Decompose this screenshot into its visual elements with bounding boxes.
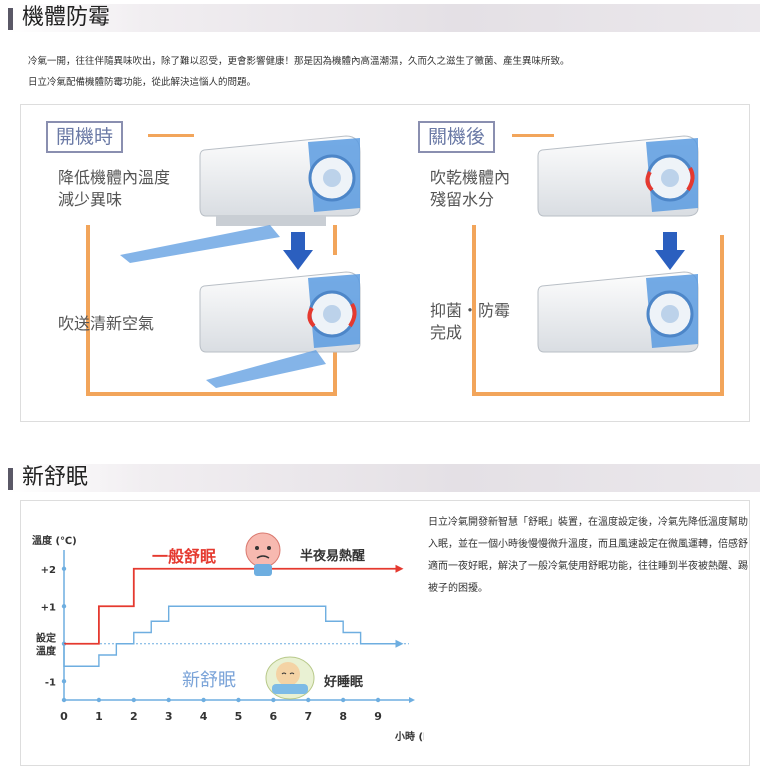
- x-tick-label: 2: [130, 710, 138, 723]
- airflow-icon: [206, 350, 326, 388]
- arrow-down-icon: [283, 232, 313, 270]
- x-tick-mark: [201, 697, 206, 703]
- flow-line: [472, 225, 476, 395]
- caption-on-step2: 吹送清新空氣: [58, 314, 155, 333]
- flow-line: [512, 134, 554, 137]
- x-tick-mark: [340, 697, 346, 703]
- stage-title-off: 關機後: [418, 121, 496, 153]
- ac-unit-illustration-on-2: [199, 271, 361, 353]
- caption-off-step1: 吹乾機體內 殘留水分: [430, 168, 511, 209]
- x-tick-label: 9: [374, 710, 382, 723]
- section-title-mold: 機體防霉: [22, 5, 111, 30]
- caption-on-step1: 降低機體內溫度 減少異味: [58, 168, 171, 209]
- flow-line: [333, 350, 337, 396]
- legend-new-sleep: 新舒眠: [182, 670, 236, 691]
- x-tick-label: 5: [235, 710, 243, 723]
- series-arrow: [395, 639, 404, 648]
- legend-normal-sleep: 一般舒眠: [152, 547, 217, 566]
- flow-line: [86, 392, 336, 396]
- flow-line: [86, 225, 90, 395]
- section-bar: [8, 468, 13, 490]
- series-line-new-sleep: [63, 605, 396, 667]
- x-tick-mark: [131, 697, 136, 703]
- y-tick-label: +1: [41, 602, 56, 613]
- y-tick-label: +2: [41, 565, 56, 576]
- section-header-sleep: 新舒眠: [8, 464, 760, 492]
- y-tick-mark: [61, 679, 67, 684]
- flow-line: [720, 235, 724, 396]
- intro-line-1: 冷氣一開，往往伴隨異味吹出，除了難以忍受，更會影響健康！那是因為機體內高溫潮濕，…: [28, 56, 570, 67]
- x-tick-mark: [166, 697, 171, 703]
- x-tick-mark: [306, 697, 311, 703]
- sleep-description: 日立冷氣開發新智慧「舒眠」裝置，在溫度設定後，冷氣先降低溫度幫助入眠，並在一個小…: [428, 517, 748, 594]
- flow-line: [148, 134, 194, 137]
- x-tick-label: 4: [200, 710, 208, 723]
- section-bar: [8, 8, 13, 30]
- x-tick-mark: [236, 697, 241, 703]
- section-header-mold: 機體防霉: [8, 4, 760, 32]
- y-tick-label: 設定: [36, 631, 56, 644]
- intro-line-2: 日立冷氣配備機體防霉功能，從此解決這惱人的問題。: [28, 77, 257, 88]
- x-tick-mark: [375, 697, 381, 703]
- x-tick-mark: [271, 697, 276, 703]
- stage-title-on: 開機時: [46, 121, 124, 153]
- y-tick-mark: [61, 566, 67, 571]
- x-axis-label: 小時 (h): [394, 730, 424, 743]
- y-tick-label: -1: [45, 677, 56, 688]
- x-tick-label: 3: [165, 710, 173, 723]
- x-axis-arrow: [409, 697, 415, 703]
- ac-unit-illustration-on-1: [199, 135, 361, 226]
- flow-line: [333, 225, 337, 255]
- arrow-down-icon: [655, 232, 685, 270]
- sleeping-baby-icon: [265, 656, 315, 700]
- section-title-sleep: 新舒眠: [22, 465, 89, 490]
- x-tick-mark: [96, 697, 102, 703]
- x-tick-label: 1: [95, 710, 103, 723]
- y-axis-label: 溫度 (℃): [32, 534, 77, 547]
- series-line-normal-sleep: [64, 567, 396, 645]
- x-tick-label: 8: [339, 710, 347, 723]
- x-tick-label: 6: [270, 710, 278, 723]
- y-tick-mark: [61, 604, 67, 609]
- x-tick-label: 0: [60, 710, 68, 723]
- ac-unit-illustration-off-2: [537, 271, 699, 353]
- airflow-icon: [120, 225, 280, 263]
- hot-baby-icon: [245, 532, 281, 576]
- flow-line: [472, 392, 724, 396]
- ac-unit-illustration-off-1: [537, 135, 699, 217]
- x-tick-mark: [61, 697, 67, 703]
- series-arrow: [395, 564, 404, 573]
- y-tick-label: 溫度: [36, 644, 57, 657]
- legend-new-note: 好睡眠: [324, 675, 364, 690]
- caption-off-step2: 抑菌・防霉 完成: [430, 301, 511, 342]
- x-tick-label: 7: [304, 710, 312, 723]
- legend-normal-note: 半夜易熱醒: [300, 549, 366, 564]
